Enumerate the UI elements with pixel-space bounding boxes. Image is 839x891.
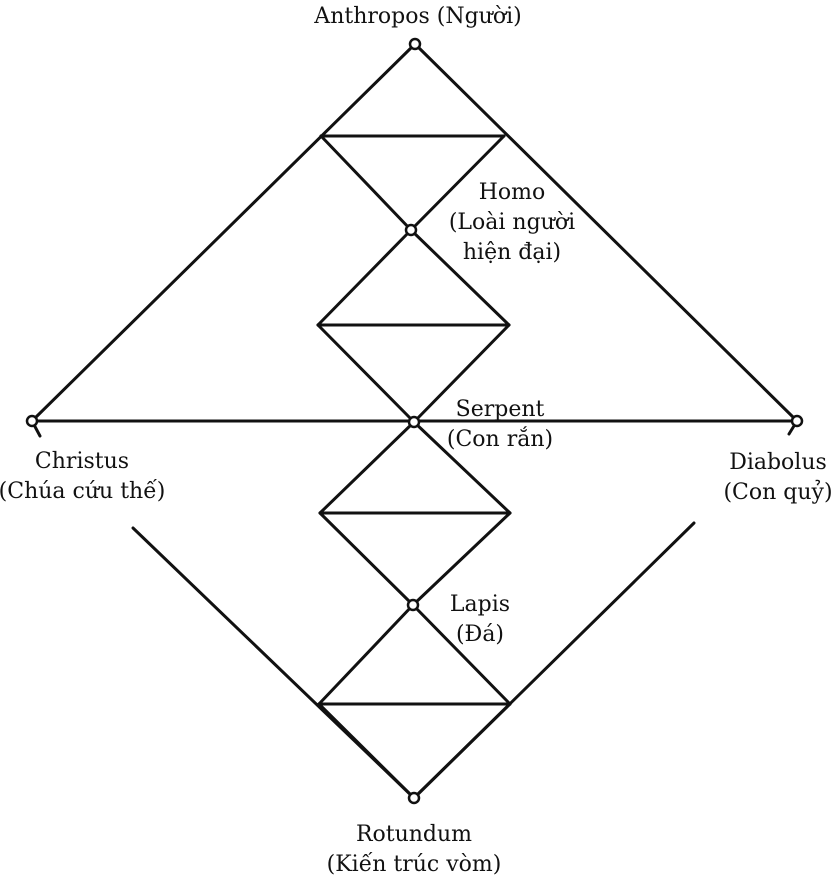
edge-band-1-left-diagonal xyxy=(319,134,413,232)
node-serpent-marker xyxy=(407,415,421,429)
label-rotundum-line-2: (Kiến trúc vòm) xyxy=(326,852,502,877)
label-rotundum: Rotundum (Kiến trúc vòm) xyxy=(327,820,502,880)
edge-outer-right-upper xyxy=(413,42,799,423)
node-homo-marker xyxy=(404,223,418,237)
node-diabolus-marker xyxy=(790,414,804,428)
label-diabolus-line-1: Diabolus xyxy=(729,450,827,475)
label-christus: Christus (Chúa cứu thế) xyxy=(0,447,165,507)
edge-diamond-1-upper-left xyxy=(316,228,413,327)
label-serpent-line-1: Serpent xyxy=(455,397,545,422)
edge-diamond-3-lower-right xyxy=(412,702,512,800)
label-homo: Homo (Loài người hiện đại) xyxy=(449,178,575,268)
edge-diamond-2-lower-right xyxy=(411,511,512,607)
label-anthropos: Anthropos (Người) xyxy=(314,2,521,32)
label-christus-line-1: Christus xyxy=(34,449,130,474)
label-homo-line-3: hiện đại) xyxy=(462,240,562,265)
node-christus-marker xyxy=(25,414,39,428)
label-serpent-line-2: (Con rắn) xyxy=(446,427,554,452)
edge-diamond-2-upper-left xyxy=(318,420,416,515)
label-lapis-line-2: (Đá) xyxy=(455,622,505,647)
edge-diamond-3-upper-right xyxy=(411,603,512,706)
edge-diamond-2-upper-right xyxy=(412,420,512,515)
edge-diamond-1-lower-left xyxy=(316,323,416,424)
label-rotundum-line-1: Rotundum xyxy=(355,822,473,847)
edge-band-1-right-diagonal xyxy=(409,134,506,232)
edge-diamond-1-lower-right xyxy=(412,323,511,424)
label-homo-line-2: (Loài người xyxy=(448,210,576,235)
label-christus-line-2: (Chúa cứu thế) xyxy=(0,479,166,504)
edge-diamond-3-upper-left xyxy=(317,603,415,706)
label-homo-line-1: Homo xyxy=(478,180,546,205)
label-lapis: Lapis (Đá) xyxy=(450,590,510,650)
label-diabolus: Diabolus (Con quỷ) xyxy=(723,448,832,508)
edge-diamond-2-lower-left xyxy=(318,511,415,607)
edge-diamond-3-lower-left xyxy=(317,702,416,800)
edge-diamond-1-upper-right xyxy=(409,228,511,327)
label-lapis-line-1: Lapis xyxy=(449,592,511,617)
node-anthropos-marker xyxy=(408,37,422,51)
label-serpent: Serpent (Con rắn) xyxy=(447,395,553,455)
node-rotundum-marker xyxy=(407,791,421,805)
label-diabolus-line-2: (Con quỷ) xyxy=(723,480,833,505)
label-anthropos-line-1: Anthropos (Người) xyxy=(314,4,522,29)
node-lapis-marker xyxy=(406,598,420,612)
edge-outer-left-upper xyxy=(30,42,417,423)
